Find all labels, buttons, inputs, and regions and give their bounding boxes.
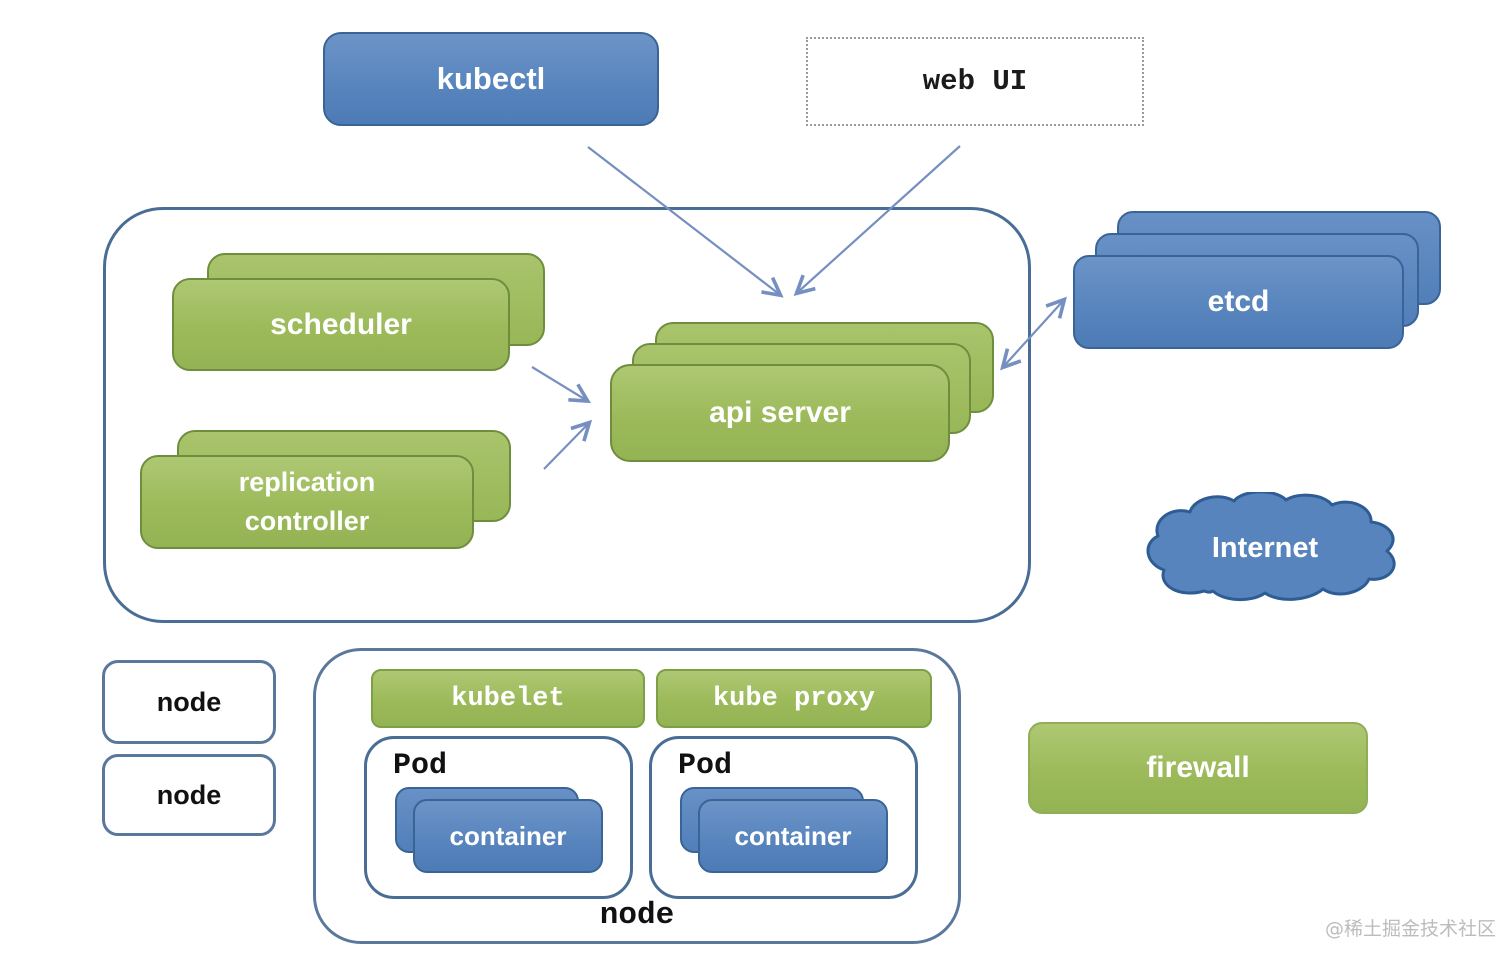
scheduler-box: scheduler	[172, 278, 510, 371]
scheduler-label: scheduler	[270, 307, 412, 341]
internet-cloud: Internet	[1146, 492, 1396, 601]
detail-node-label: node	[599, 898, 675, 933]
pod-1-label: Pod	[393, 749, 448, 783]
watermark: @稀土掘金技术社区	[1325, 918, 1497, 940]
kubectl-box: kubectl	[323, 32, 659, 126]
kubelet-box: kubelet	[371, 669, 645, 728]
node-1-label: node	[156, 686, 222, 717]
api-server-label: api server	[709, 396, 851, 429]
detail-node-container: kubelet kube proxy Pod container Pod con…	[313, 648, 961, 944]
replication-controller-label-line2: controller	[244, 506, 370, 536]
node-2-label: node	[156, 779, 222, 810]
kube-proxy-label: kube proxy	[712, 683, 876, 714]
pod-1-container-box: container	[413, 799, 603, 873]
web-ui-label: web UI	[922, 65, 1028, 98]
kubelet-label: kubelet	[451, 683, 565, 714]
firewall-label: firewall	[1146, 751, 1250, 784]
firewall-box: firewall	[1028, 722, 1368, 814]
etcd-box: etcd	[1073, 255, 1404, 349]
node-box-2: node	[102, 754, 276, 836]
internet-label: Internet	[1212, 532, 1319, 564]
pod-2-container-box: container	[698, 799, 888, 873]
kube-proxy-box: kube proxy	[656, 669, 932, 728]
pod-1-box: Pod container	[364, 736, 633, 899]
replication-controller-box: replication controller	[140, 455, 474, 549]
pod-2-label: Pod	[678, 749, 733, 783]
api-server-box: api server	[610, 364, 950, 462]
pod-2-container-label: container	[734, 820, 852, 851]
pod-1-container-label: container	[449, 820, 567, 851]
etcd-label: etcd	[1207, 285, 1270, 318]
kubectl-label: kubectl	[436, 61, 546, 96]
pod-2-box: Pod container	[649, 736, 918, 899]
replication-controller-label-line1: replication	[238, 466, 376, 497]
node-box-1: node	[102, 660, 276, 744]
web-ui-box: web UI	[806, 37, 1144, 126]
